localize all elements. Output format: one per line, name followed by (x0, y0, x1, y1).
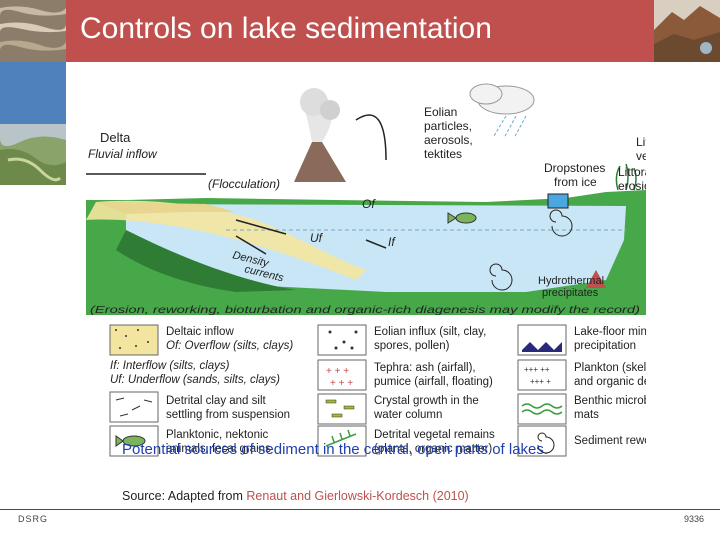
legend-detrital-clay-1: Detrital clay and silt (166, 395, 267, 407)
legend-swatch-tephra (317, 359, 367, 391)
legend-deltaic-2: Of: Overflow (silts, clays) (166, 340, 293, 352)
svg-text:+ + +: + + + (330, 378, 353, 389)
hydrothermal-vent-icon (586, 270, 606, 288)
label-eolian-1: Eolian (424, 105, 457, 119)
legend-crystal-1: Crystal growth in the (374, 395, 479, 407)
legend-planktonskel-1: Plankton (skeletal (574, 362, 646, 374)
label-of: Of (362, 197, 376, 211)
legend-eolian-2: spores, pollen) (374, 340, 450, 352)
svg-text:+ + +: + + + (326, 366, 349, 377)
label-hydrothermal-2: precipitates (542, 287, 599, 299)
label-fluvial-inflow: Fluvial inflow (88, 147, 158, 161)
landscape-photo-left (0, 0, 66, 185)
lake-sedimentation-diagram: Delta Fluvial inflow (Flocculation) Eoli… (86, 80, 691, 460)
label-littoral-vegetation-1: Littoral (636, 135, 646, 149)
legend-tephra-1: Tephra: ash (airfall), (374, 362, 476, 374)
legend-swatch-crystal (317, 393, 367, 425)
label-delta: Delta (100, 130, 131, 145)
footer-divider (0, 509, 720, 510)
legend-swatch-detrital-clay (109, 391, 159, 423)
label-dropstones-2: from ice (554, 175, 597, 189)
label-hydrothermal-1: Hydrothermal (538, 275, 604, 287)
figure-caption: Potential sources of sediment in the cen… (122, 441, 549, 458)
legend-plankton-2: animals, fecal grains (166, 443, 271, 455)
source-citation: Renaut and Gierlowski-Kordesch (2010) (246, 489, 469, 503)
label-eolian-4: tektites (424, 147, 462, 161)
legend-eolian-1: Eolian influx (silt, clay, (374, 326, 486, 338)
legend-benthic-1: Benthic microbial (574, 395, 646, 407)
legend-swatch-deltaic (109, 324, 159, 356)
label-littoral-vegetation-2: vegetation (636, 149, 646, 163)
spiral-icon (489, 209, 573, 291)
fish-icon (447, 212, 477, 224)
vegetation-icon (615, 163, 637, 191)
title-bar (66, 0, 654, 62)
svg-text:+++ +: +++ + (530, 377, 551, 386)
plankton-fish-icon (115, 435, 146, 447)
legend-lakefloor-1: Lake-floor mineral (574, 326, 646, 338)
legend-swatch-plankton-skeletal (517, 359, 567, 391)
legend-benthic-2: mats (574, 409, 599, 421)
legend-vegetal-1: Detrital vegetal remains (374, 429, 495, 441)
legend-swatch-benthic (517, 393, 567, 425)
label-erosion-note: (Erosion, reworking, bioturbation and or… (90, 304, 640, 316)
legend-spiral-icon (537, 432, 555, 454)
slide-title: Controls on lake sedimentation (80, 12, 492, 45)
label-flocculation: (Flocculation) (208, 177, 280, 191)
legend-vegetal-2: (plants, organic matter) (374, 443, 492, 455)
label-eolian-2: particles, (424, 119, 472, 133)
source-prefix: Source: Adapted from (122, 489, 247, 503)
label-if: If (388, 235, 396, 249)
figure-source: Source: Adapted from Renaut and Gierlows… (122, 489, 469, 503)
footer-left-label: DSRG (18, 514, 49, 524)
rock-photo-right (654, 0, 720, 62)
legend-planktonskel-2: and organic debris) (574, 376, 646, 388)
cloud-icon (469, 83, 535, 115)
svg-text:+++ ++: +++ ++ (524, 365, 550, 374)
legend-crystal-2: water column (373, 409, 442, 421)
legend-plankton-1: Planktonic, nektonic (166, 429, 269, 441)
legend-tephra-2: pumice (airfall, floating) (374, 376, 493, 388)
legend-detrital-clay-2: settling from suspension (166, 409, 290, 421)
label-uf: Uf (310, 231, 324, 245)
legend-deltaic-3: If: Interflow (silts, clays) (110, 360, 230, 372)
legend-deltaic-4: Uf: Underflow (sands, silts, clays) (110, 374, 280, 386)
legend-swatch-eolian (317, 324, 367, 356)
label-littoral-erosion-2: erosion (618, 179, 646, 193)
page-number: 9336 (683, 514, 704, 524)
legend-lakefloor-2: precipitation (574, 340, 636, 352)
legend-reworking-1: Sediment reworking (574, 435, 646, 447)
ice-block-icon (547, 193, 569, 209)
legend-deltaic-1: Deltaic inflow (166, 326, 234, 338)
label-eolian-3: aerosols, (424, 133, 473, 147)
label-dropstones-1: Dropstones (544, 161, 605, 175)
label-littoral-erosion-1: Littoral (618, 165, 646, 179)
legend-swatch-vegetal (317, 425, 367, 457)
